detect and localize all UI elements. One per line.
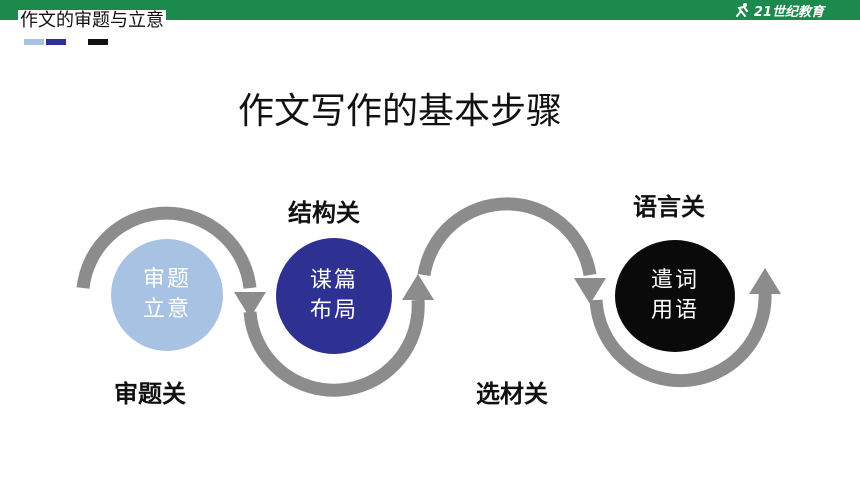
accent-bar-black — [88, 39, 108, 45]
arrowhead-2 — [402, 274, 434, 300]
step-label-2: 结构关 — [288, 198, 360, 227]
section-title: 作文的审题与立意 — [18, 10, 166, 32]
step-circle-1-line-2: 立意 — [142, 297, 191, 322]
arrowhead-4 — [749, 268, 781, 294]
accent-bar-dark — [46, 39, 66, 45]
arrowhead-1 — [234, 292, 266, 318]
step-label-4: 语言关 — [633, 192, 705, 221]
step-circle-1-line-1: 审题 — [142, 267, 191, 292]
brand-logo-text: 21世纪教育 — [753, 4, 824, 20]
arrow-2 — [243, 299, 425, 397]
slide-title: 作文写作的基本步骤 — [237, 91, 562, 132]
step-circle-4-line-1: 遣词 — [650, 268, 699, 293]
arrow-4 — [589, 291, 772, 388]
runner-icon — [735, 3, 748, 17]
top-bar — [0, 0, 860, 20]
arrowhead-3 — [574, 278, 606, 304]
step-label-3: 选材关 — [476, 379, 548, 408]
step-circle-4-line-2: 用语 — [650, 298, 699, 323]
step-circle-2-line-2: 布局 — [309, 298, 358, 323]
arrow-1 — [76, 206, 257, 289]
accent-bar-light — [24, 39, 44, 45]
step-circle-2-line-1: 谋篇 — [309, 268, 358, 293]
step-circle-4: 遣词 用语 — [615, 240, 735, 352]
step-circle-2: 谋篇 布局 — [276, 238, 392, 354]
arrow-3 — [417, 197, 597, 277]
brand-logo: 21世纪教育 — [733, 1, 824, 20]
step-circle-1: 审题 立意 — [111, 239, 223, 351]
step-label-1: 审题关 — [114, 379, 186, 408]
